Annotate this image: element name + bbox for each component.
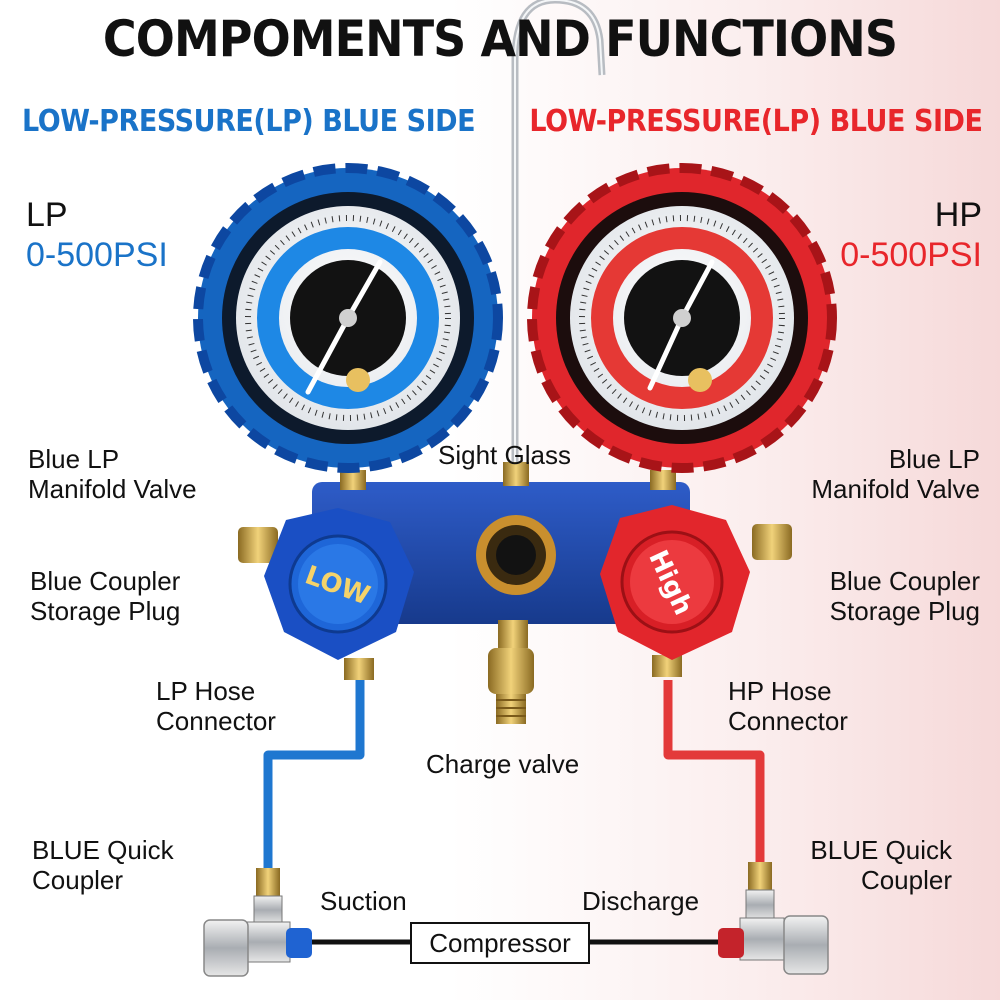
lp-quick-coupler (203, 868, 312, 977)
lp-valve-knob: LOW (264, 508, 414, 660)
label-lp-hose-connector: LP Hose Connector (156, 676, 276, 736)
label-hp-hose-connector: HP Hose Connector (728, 676, 848, 736)
label-charge-valve: Charge valve (426, 749, 580, 779)
hp-gauge-name: HP (934, 196, 982, 234)
label-discharge: Discharge (582, 886, 700, 916)
lp-gauge (193, 163, 503, 473)
lp-gauge-range: 0-500PSI (26, 236, 168, 274)
label-left-storage-plug: Blue Coupler Storage Plug (30, 566, 181, 626)
label-left-manifold-valve: Blue LP Manifold Valve (28, 444, 197, 504)
page-title: COMPOMENTS AND FUNCTIONS (102, 10, 898, 68)
hp-gauge-range: 0-500PSI (840, 236, 982, 274)
lp-gauge-name: LP (26, 196, 68, 234)
hp-quick-coupler (718, 862, 829, 975)
label-right-manifold-valve: Blue LP Manifold Valve (811, 444, 980, 504)
hp-side-subtitle: LOW-PRESSURE(LP) BLUE SIDE (528, 104, 983, 139)
hp-valve-knob: High (600, 505, 750, 660)
compressor-label-box: Compressor (410, 922, 590, 964)
left-side-fitting (238, 527, 278, 563)
hp-hose (663, 680, 765, 868)
label-suction: Suction (320, 886, 407, 916)
lp-hose (263, 680, 365, 875)
hp-gauge (527, 163, 837, 473)
charge-valve (488, 620, 534, 724)
label-right-quick-coupler: BLUE Quick Coupler (810, 835, 952, 895)
label-right-storage-plug: Blue Coupler Storage Plug (829, 566, 980, 626)
label-left-quick-coupler: BLUE Quick Coupler (32, 835, 174, 895)
lp-side-subtitle: LOW-PRESSURE(LP) BLUE SIDE (22, 104, 476, 139)
label-sight-glass: Sight Glass (438, 440, 571, 470)
right-side-fitting (752, 524, 792, 560)
